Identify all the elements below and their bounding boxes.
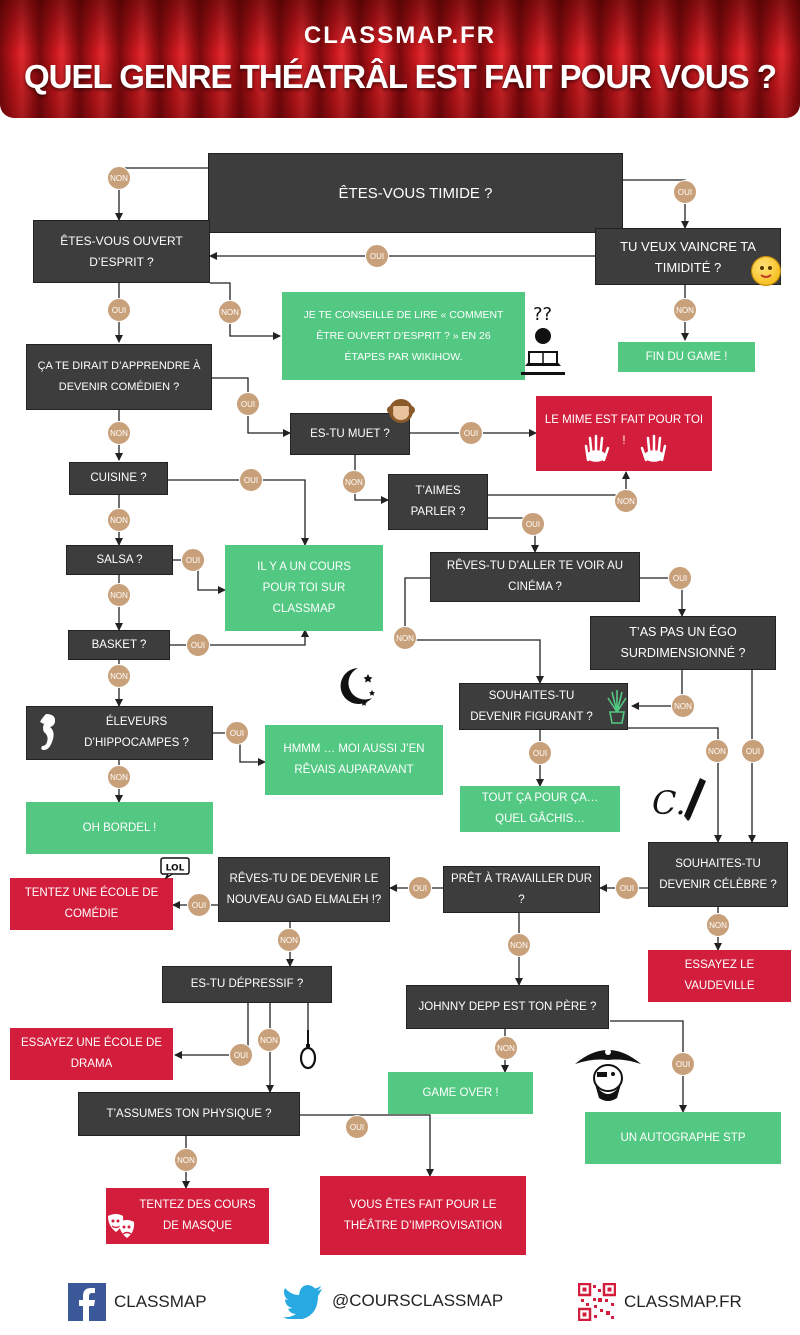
twitter-icon xyxy=(283,1285,322,1319)
facebook-link[interactable]: CLASSMAP xyxy=(68,1283,207,1321)
answer-no-label: NON xyxy=(107,508,131,532)
node-travailler[interactable]: PRÊT À TRAVAILLER DUR ? xyxy=(443,866,600,913)
answer-no-label: NON xyxy=(107,765,131,789)
twitter-handle: @COURSCLASSMAP xyxy=(332,1291,504,1310)
node-masque[interactable]: TENTEZ DES COURS DE MASQUE xyxy=(106,1188,269,1244)
node-cuisine[interactable]: CUISINE ? xyxy=(69,462,168,495)
pen-icon: C. xyxy=(650,772,710,827)
answer-yes-label: OUI xyxy=(615,876,639,900)
twitter-link[interactable]: @COURSCLASSMAP xyxy=(282,1283,503,1319)
answer-yes-label: OUI xyxy=(181,548,205,572)
node-depp[interactable]: JOHNNY DEPP EST TON PÈRE ? xyxy=(406,985,609,1029)
node-timide[interactable]: ÊTES-VOUS TIMIDE ? xyxy=(208,153,623,233)
noose-icon xyxy=(299,1028,320,1077)
answer-no-label: NON xyxy=(507,933,531,957)
answer-yes-label: OUI xyxy=(236,392,260,416)
answer-no-label: NON xyxy=(706,913,730,937)
node-autographe[interactable]: UN AUTOGRAPHE STP xyxy=(585,1112,781,1164)
node-oh-bordel[interactable]: OH BORDEL ! xyxy=(26,802,213,854)
moon-stars-icon xyxy=(332,664,378,715)
node-conseil[interactable]: JE TE CONSEILLE DE LIRE « COMMENT ÊTRE O… xyxy=(282,292,525,380)
answer-yes-label: OUI xyxy=(668,566,692,590)
node-cours-classmap[interactable]: IL Y A UN COURS POUR TOI SUR CLASSMAP xyxy=(225,545,383,631)
answer-no-label: NON xyxy=(673,298,697,322)
node-physique[interactable]: T’ASSUMES TON PHYSIQUE ? xyxy=(78,1092,300,1136)
answer-yes-label: OUI xyxy=(229,1043,253,1067)
answer-no-label: NON xyxy=(107,421,131,445)
node-ouvert[interactable]: ÊTES-VOUS OUVERT D’ESPRIT ? xyxy=(33,220,210,283)
answer-yes-label: OUI xyxy=(107,298,131,322)
answer-no-label: NON xyxy=(107,583,131,607)
answer-no-label: NON xyxy=(107,166,131,190)
answer-no-label: NON xyxy=(218,300,242,324)
lol-text: LOL xyxy=(166,864,185,874)
plant-icon xyxy=(606,690,628,729)
node-game-over[interactable]: GAME OVER ! xyxy=(388,1072,533,1114)
qr-code-icon xyxy=(578,1283,616,1321)
answer-no-label: NON xyxy=(705,739,729,763)
answer-no-label: NON xyxy=(393,626,417,650)
node-hmmm[interactable]: HMMM … MOI AUSSI J’EN RÊVAIS AUPARAVANT xyxy=(265,725,443,795)
node-comedien[interactable]: ÇA TE DIRAIT D’APPRENDRE À DEVENIR COMÉD… xyxy=(26,344,212,410)
answer-yes-label: OUI xyxy=(673,180,697,204)
answer-yes-label: OUI xyxy=(408,876,432,900)
svg-text:??: ?? xyxy=(533,304,552,325)
node-vaudeville[interactable]: ESSAYEZ LE VAUDEVILLE xyxy=(648,950,791,1002)
reading-person-icon: ?? xyxy=(515,302,570,385)
node-hippocampes[interactable]: ÉLEVEURS D’HIPPOCAMPES ? xyxy=(26,706,213,760)
answer-no-label: NON xyxy=(174,1148,198,1172)
answer-yes-label: OUI xyxy=(225,721,249,745)
page-title: QUEL GENRE THÉATRÂL EST FAIT POUR VOUS ? xyxy=(23,58,777,95)
curtain-header: CLASSMAP.FR QUEL GENRE THÉATRÂL EST FAIT… xyxy=(0,0,800,118)
node-ecole-comedie[interactable]: TENTEZ UNE ÉCOLE DE COMÉDIE xyxy=(10,878,173,930)
answer-yes-label: OUI xyxy=(345,1115,369,1139)
hands-icon xyxy=(582,432,668,467)
facebook-handle: CLASSMAP xyxy=(114,1292,207,1311)
node-figurant[interactable]: SOUHAITES-TU DEVENIR FIGURANT ? xyxy=(459,683,628,730)
node-vaincre[interactable]: TU VEUX VAINCRE TA TIMIDITÉ ? xyxy=(595,228,781,285)
svg-text:C.: C. xyxy=(652,784,686,822)
node-mime[interactable]: LE MIME EST FAIT POUR TOI ! xyxy=(536,396,712,471)
answer-yes-label: OUI xyxy=(187,893,211,917)
answer-yes-label: OUI xyxy=(239,468,263,492)
node-fin-game[interactable]: FIN DU GAME ! xyxy=(618,342,755,372)
node-gad[interactable]: RÊVES-TU DE DEVENIR LE NOUVEAU GAD ELMAL… xyxy=(218,857,390,922)
node-drama[interactable]: ESSAYEZ UNE ÉCOLE DE DRAMA xyxy=(10,1028,173,1080)
seahorse-icon xyxy=(38,712,60,759)
answer-no-label: NON xyxy=(107,664,131,688)
footer: CLASSMAP @COURSCLASSMAP CLASSMAP.FR xyxy=(0,1270,800,1335)
answer-yes-label: OUI xyxy=(528,741,552,765)
node-muet[interactable]: ES-TU MUET ? xyxy=(290,413,410,455)
answer-no-label: NON xyxy=(257,1028,281,1052)
node-ego[interactable]: T’AS PAS UN ÉGO SURDIMENSIONNÉ ? xyxy=(590,616,776,670)
answer-no-label: NON xyxy=(277,928,301,952)
answer-no-label: NON xyxy=(494,1036,518,1060)
website-link[interactable]: CLASSMAP.FR xyxy=(578,1283,742,1321)
monkey-icon xyxy=(386,396,416,431)
node-reves-cinema[interactable]: RÊVES-TU D’ALLER TE VOIR AU CINÉMA ? xyxy=(430,552,640,602)
answer-yes-label: OUI xyxy=(521,512,545,536)
node-improvisation[interactable]: VOUS ÊTES FAIT POUR LE THÉÂTRE D’IMPROVI… xyxy=(320,1176,526,1255)
node-depressif[interactable]: ES-TU DÉPRESSIF ? xyxy=(162,966,332,1003)
pirate-icon xyxy=(573,1042,643,1109)
node-basket[interactable]: BASKET ? xyxy=(68,630,170,660)
masks-icon xyxy=(106,1212,136,1247)
answer-yes-label: OUI xyxy=(459,421,483,445)
answer-yes-label: OUI xyxy=(186,633,210,657)
answer-yes-label: OUI xyxy=(365,244,389,268)
answer-yes-label: OUI xyxy=(671,1052,695,1076)
site-name: CLASSMAP.FR xyxy=(303,22,497,49)
lol-badge: LOL xyxy=(160,857,190,884)
node-celebre[interactable]: SOUHAITES-TU DEVENIR CÉLÈBRE ? xyxy=(648,842,788,907)
answer-no-label: NON xyxy=(614,489,638,513)
answer-non-label: NON xyxy=(671,694,695,718)
node-salsa[interactable]: SALSA ? xyxy=(66,545,173,575)
answer-yes-label: OUI xyxy=(741,739,765,763)
answer-no-label: NON xyxy=(342,470,366,494)
facebook-icon xyxy=(68,1283,106,1321)
website-url: CLASSMAP.FR xyxy=(624,1292,742,1311)
node-aimes-parler[interactable]: T’AIMES PARLER ? xyxy=(388,474,488,530)
node-tout-ca[interactable]: TOUT ÇA POUR ÇA… QUEL GÂCHIS… xyxy=(460,786,620,832)
smiley-icon xyxy=(752,257,780,285)
